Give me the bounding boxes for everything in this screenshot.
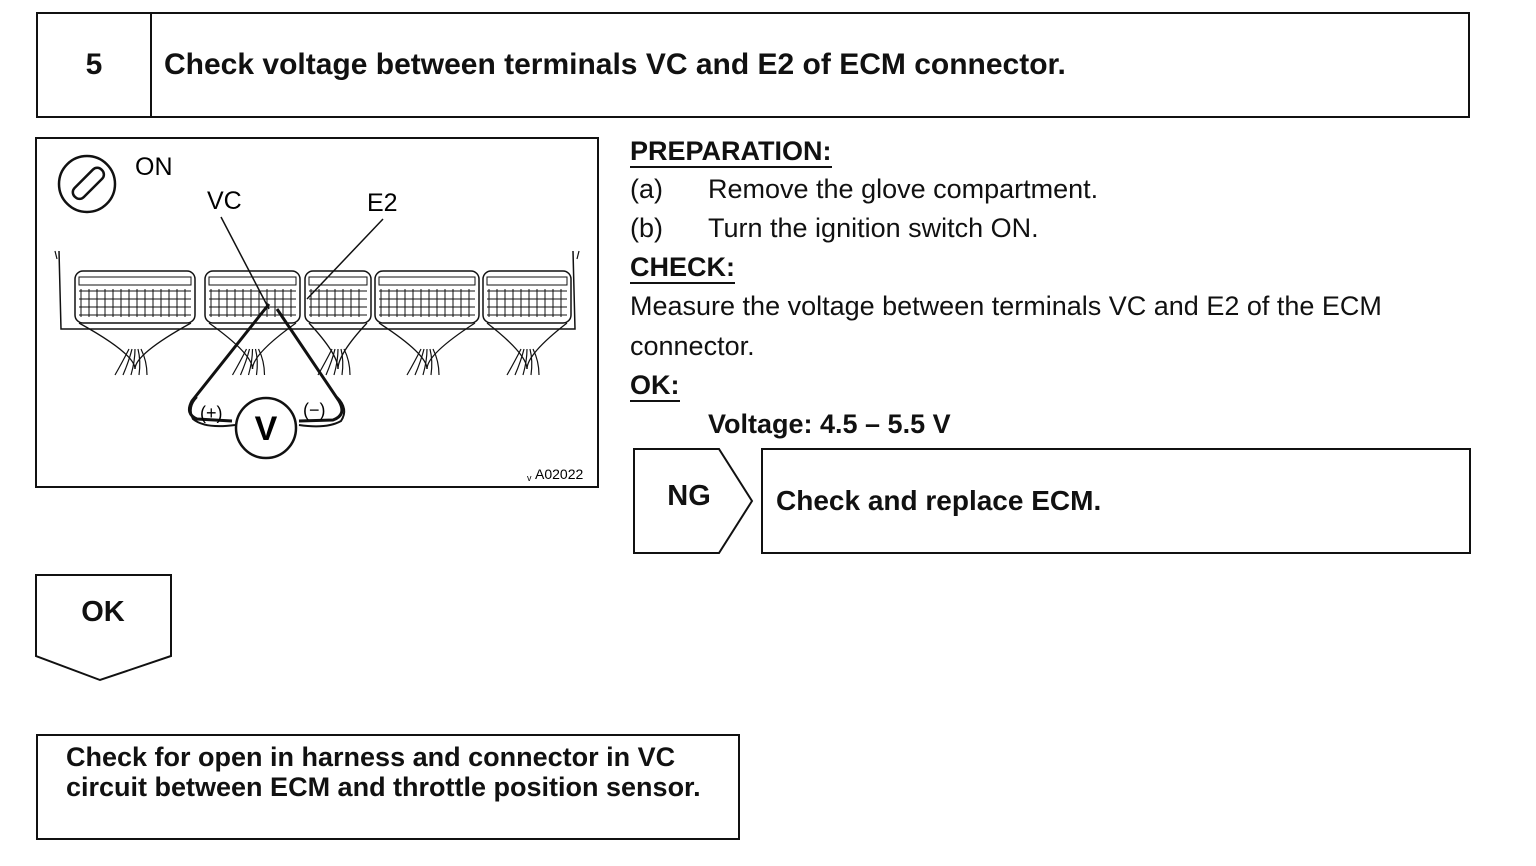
ok-arrow-shape xyxy=(35,574,172,682)
voltmeter-symbol: V xyxy=(255,410,278,448)
next-step-text: Check for open in harness and connector … xyxy=(66,742,701,802)
connector-illustration: ON VC E2 V (+) (−) v A02022 xyxy=(35,137,599,488)
preparation-item-b: (b) Turn the ignition switch ON. xyxy=(630,213,1039,244)
item-label: (a) xyxy=(630,174,663,204)
ng-action-box: Check and replace ECM. xyxy=(761,448,1471,554)
ok-label: OK xyxy=(81,596,125,628)
step-number: 5 xyxy=(38,14,152,116)
check-line-1: Measure the voltage between terminals VC… xyxy=(630,291,1382,321)
item-text: Remove the glove compartment. xyxy=(708,174,1099,204)
ecm-connector-icon: ON VC E2 V (+) (−) v A02022 xyxy=(54,153,583,483)
voltmeter-icon: V xyxy=(234,396,298,460)
ng-action-text: Check and replace ECM. xyxy=(776,485,1102,516)
check-heading: CHECK: xyxy=(630,252,735,284)
ng-arrow-shape xyxy=(633,448,754,554)
ok-voltage-spec: Voltage: 4.5 – 5.5 V xyxy=(708,409,951,439)
terminal-e2-label: E2 xyxy=(367,189,398,217)
ok-heading: OK: xyxy=(630,370,680,402)
ng-label: NG xyxy=(667,480,711,512)
item-text: Turn the ignition switch ON. xyxy=(708,213,1039,243)
terminal-vc-label: VC xyxy=(207,187,242,215)
step-title: Check voltage between terminals VC and E… xyxy=(164,48,1066,81)
step-header: 5 Check voltage between terminals VC and… xyxy=(36,12,1470,118)
connector-blocks xyxy=(74,270,572,324)
svg-text:v: v xyxy=(527,473,532,483)
positive-probe-label: (+) xyxy=(200,403,223,423)
ignition-on-label: ON xyxy=(135,153,173,181)
check-line-2: connector. xyxy=(630,331,755,361)
preparation-heading: PREPARATION: xyxy=(630,136,832,168)
item-label: (b) xyxy=(630,213,663,243)
preparation-item-a: (a) Remove the glove compartment. xyxy=(630,174,1098,205)
wire-bundles xyxy=(78,322,568,376)
negative-probe-label: (−) xyxy=(303,400,326,420)
next-step-box: Check for open in harness and connector … xyxy=(36,734,740,840)
figure-code: A02022 xyxy=(535,466,583,482)
ignition-switch-icon xyxy=(57,154,117,214)
